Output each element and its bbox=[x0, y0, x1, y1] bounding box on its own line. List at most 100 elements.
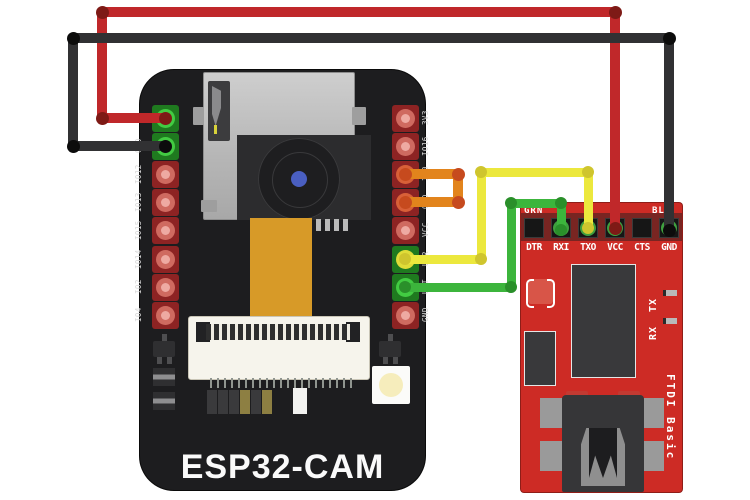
transistor-right bbox=[379, 341, 401, 357]
wire-orange-joint bbox=[398, 195, 412, 209]
camera-lens-ring bbox=[272, 152, 328, 208]
sd-slot-mark bbox=[214, 125, 217, 134]
wire-black-joint bbox=[662, 31, 676, 45]
usb-shield-pad bbox=[540, 398, 562, 428]
transistor-leg bbox=[388, 334, 393, 341]
wire-yellow-segment bbox=[400, 254, 486, 264]
pin-hole bbox=[160, 310, 170, 320]
fpc-solder-pins bbox=[210, 378, 356, 388]
jumper-bracket bbox=[547, 279, 555, 308]
wire-yellow-joint bbox=[582, 166, 594, 178]
pin-hole bbox=[160, 197, 170, 207]
wire-green-joint bbox=[555, 224, 567, 236]
ftdi-pin-label-cts: CTS bbox=[634, 242, 650, 253]
wire-green-joint bbox=[399, 281, 411, 293]
wire-black-joint bbox=[66, 31, 80, 45]
smd-component bbox=[153, 392, 175, 410]
esp32-pin-io12 bbox=[151, 160, 179, 188]
wire-orange-joint bbox=[398, 167, 412, 181]
wire-orange-joint bbox=[451, 195, 465, 209]
capacitor bbox=[218, 390, 228, 414]
flash-led-emitter bbox=[379, 373, 403, 397]
ftdi-header-strip bbox=[521, 213, 682, 241]
ftdi-grn-label: GRN bbox=[524, 206, 544, 216]
wire-yellow-segment bbox=[476, 167, 593, 177]
esp32-pin-vcc bbox=[391, 216, 419, 244]
camera-lens-center bbox=[291, 171, 307, 187]
pin-hole bbox=[400, 113, 410, 123]
sd-slot-lever bbox=[212, 86, 221, 126]
capacitor bbox=[262, 390, 272, 414]
esp32-pin-label-io15: IO15 bbox=[134, 220, 143, 240]
wire-black-segment bbox=[68, 33, 674, 43]
wire-yellow-segment bbox=[476, 167, 486, 264]
transistor-leg bbox=[162, 334, 167, 341]
pin-hole bbox=[160, 282, 170, 292]
jumper-bracket bbox=[526, 279, 534, 308]
esp32-pin-label-gnd: GND bbox=[421, 307, 430, 323]
wire-yellow-joint bbox=[475, 166, 487, 178]
esp32-pin-label-io14: IO14 bbox=[134, 249, 143, 269]
wire-black-joint bbox=[158, 139, 172, 153]
wire-black-joint bbox=[662, 223, 676, 237]
pin-hole bbox=[400, 225, 410, 235]
usb-shield-pad bbox=[644, 441, 664, 471]
esp32-pin-label-io16: IO16 bbox=[421, 136, 430, 156]
wire-yellow-joint bbox=[399, 253, 411, 265]
wire-green-segment bbox=[556, 198, 566, 235]
transistor-leg bbox=[383, 357, 388, 364]
ftdi-pin-label-txo: TXO bbox=[580, 242, 596, 253]
pin-hole bbox=[400, 141, 410, 151]
tx-led bbox=[663, 290, 677, 296]
esp32-pin-label-io13: IO13 bbox=[134, 192, 143, 212]
wire-green-joint bbox=[505, 281, 517, 293]
wire-red-segment bbox=[97, 7, 620, 17]
esp32-pin-3v3 bbox=[391, 104, 419, 132]
wire-black-segment bbox=[664, 33, 674, 235]
usb-shield-pad bbox=[540, 441, 562, 471]
wire-orange-segment bbox=[400, 169, 463, 179]
wire-red-segment bbox=[97, 7, 107, 123]
wire-green-joint bbox=[505, 197, 517, 209]
ftdi-chip bbox=[572, 265, 635, 377]
ftdi-pin-label-vcc: VCC bbox=[607, 242, 623, 253]
wire-red-segment bbox=[610, 7, 620, 233]
sd-slot-tab-right bbox=[352, 107, 366, 125]
wire-orange-joint bbox=[451, 167, 465, 181]
esp32-pin-io15 bbox=[151, 216, 179, 244]
rx-led-label: RX bbox=[648, 325, 659, 340]
wire-black-segment bbox=[68, 141, 170, 151]
esp32-pin-gnd bbox=[391, 301, 419, 329]
ftdi-pad-dtr bbox=[524, 218, 544, 238]
esp32-pin-label-io2: IO2 bbox=[134, 279, 143, 295]
wire-red-segment bbox=[97, 113, 170, 123]
wire-green-segment bbox=[400, 282, 516, 292]
wire-black-segment bbox=[68, 33, 78, 151]
wire-yellow-joint bbox=[582, 222, 594, 234]
capacitor bbox=[207, 390, 217, 414]
ftdi-pad-cts bbox=[632, 218, 652, 238]
esp32-pin-io13 bbox=[151, 188, 179, 216]
wire-orange-segment bbox=[453, 169, 463, 207]
esp32-pin-io2 bbox=[151, 273, 179, 301]
pin-hole bbox=[160, 254, 170, 264]
sd-pin bbox=[316, 219, 321, 231]
esp32-board-name: ESP32-CAM bbox=[180, 448, 385, 486]
sd-slot-tab-left bbox=[193, 107, 204, 125]
wire-red-joint bbox=[158, 111, 172, 125]
ftdi-pin-label-gnd: GND bbox=[661, 242, 677, 253]
esp32-pin-label-io12: IO12 bbox=[134, 164, 143, 184]
pin-hole bbox=[160, 169, 170, 179]
ftdi-pin-label-rxi: RXI bbox=[553, 242, 569, 253]
fpc-contacts bbox=[206, 324, 350, 340]
wire-black-joint bbox=[66, 139, 80, 153]
transistor-leg bbox=[167, 357, 172, 364]
ftdi-blk-label: BLK bbox=[652, 206, 672, 216]
wire-green-segment bbox=[506, 198, 566, 208]
esp32-pin-io16 bbox=[391, 132, 419, 160]
pin-hole bbox=[160, 225, 170, 235]
ftdi-board-name: FTDI Basic bbox=[664, 374, 677, 461]
sd-pin bbox=[343, 219, 348, 231]
transistor-left bbox=[153, 341, 175, 357]
